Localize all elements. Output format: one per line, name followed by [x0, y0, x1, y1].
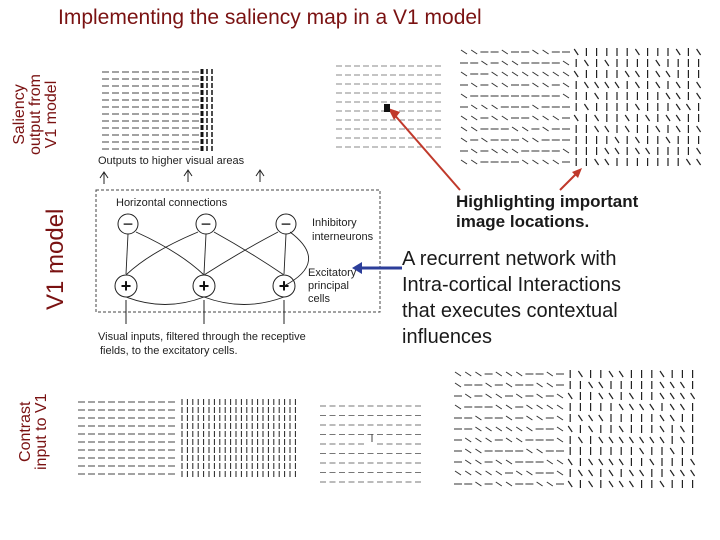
- v1-circuit-diagram: Outputs to higher visual areas Horizonta…: [95, 155, 381, 357]
- highlight-note: Highlighting important image locations.: [456, 192, 686, 231]
- input-arrows: [125, 300, 285, 324]
- contrast-panel-texture: [454, 370, 696, 488]
- network-note-line-3: that executes contextual: [402, 300, 618, 322]
- svg-text:−: −: [281, 214, 292, 234]
- svg-text:−: −: [123, 214, 134, 234]
- slide-title: Implementing the saliency map in a V1 mo…: [58, 6, 482, 29]
- network-note-line-1: A recurrent network with: [402, 248, 617, 270]
- highlight-arrowhead-left: [388, 108, 400, 120]
- inputs-label-line-2: fields, to the excitatory cells.: [100, 345, 238, 357]
- network-arrowhead: [352, 262, 362, 274]
- highlight-arrow-left: [391, 111, 461, 191]
- highlight-note-line-2: image locations.: [456, 211, 590, 231]
- salient-bar-marker: [384, 104, 390, 112]
- excitatory-label-line-3: cells: [308, 293, 331, 305]
- svg-text:+: +: [199, 276, 210, 296]
- saliency-panel-texture: [460, 48, 702, 166]
- contrast-panel-contour: [320, 405, 421, 483]
- contrast-panel-bars: [78, 399, 296, 477]
- highlight-arrowhead-right: [572, 168, 582, 178]
- excitatory-label-line-1: Excitatory: [308, 267, 357, 279]
- inhibitory-label-line-1: Inhibitory: [312, 217, 357, 229]
- inhibitory-label-line-2: interneurons: [312, 231, 374, 243]
- circuit-connections: [125, 231, 309, 305]
- network-note: A recurrent network with Intra-cortical …: [402, 246, 702, 350]
- excitatory-label-line-2: principal: [308, 280, 349, 292]
- horizontal-connections-label: Horizontal connections: [116, 197, 228, 209]
- svg-text:−: −: [201, 214, 212, 234]
- inputs-label-line-1: Visual inputs, filtered through the rece…: [98, 331, 306, 343]
- saliency-panel-bars: [102, 69, 213, 151]
- outputs-label: Outputs to higher visual areas: [98, 155, 245, 167]
- network-note-line-4: influences: [402, 326, 493, 348]
- network-note-line-2: Intra-cortical Interactions: [402, 274, 621, 296]
- highlight-note-line-1: Highlighting important: [456, 192, 639, 211]
- svg-text:+: +: [121, 276, 132, 296]
